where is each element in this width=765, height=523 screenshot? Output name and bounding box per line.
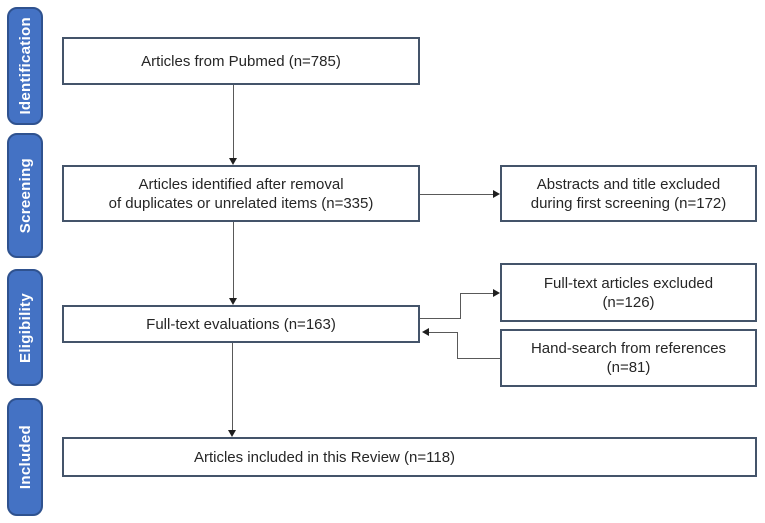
box-articles-identified: Articles identified after removal of dup…: [62, 165, 420, 222]
box-articles-from-pubmed: Articles from Pubmed (n=785): [62, 37, 420, 85]
stage-tab-included: Included: [7, 398, 43, 516]
stage-label-included: Included: [16, 424, 34, 490]
box-fulltext-evaluations: Full-text evaluations (n=163): [62, 305, 420, 343]
arrowhead-right-icon: [493, 289, 500, 297]
arrowhead-left-icon: [422, 328, 429, 336]
box-articles-identified-line1: Articles identified after removal: [138, 175, 344, 193]
connector-eval-to-ftexcluded-h1: [420, 318, 461, 319]
stage-label-eligibility: Eligibility: [16, 292, 34, 363]
connector-identified-to-abstracts: [420, 194, 493, 195]
arrowhead-right-icon: [493, 190, 500, 198]
arrowhead-down-icon: [228, 430, 236, 437]
box-handsearch-references-line1: Hand-search from references: [530, 340, 727, 357]
box-fulltext-excluded-line2: (n=126): [602, 293, 655, 311]
stage-label-identification: Identification: [16, 17, 34, 115]
box-handsearch-references-line2: (n=81): [606, 359, 651, 376]
box-abstracts-excluded-line1: Abstracts and title excluded: [536, 175, 721, 193]
connector-eval-to-included: [232, 343, 233, 430]
box-fulltext-excluded: Full-text articles excluded (n=126): [500, 263, 757, 322]
arrowhead-down-icon: [229, 158, 237, 165]
box-fulltext-evaluations-text: Full-text evaluations (n=163): [146, 315, 336, 333]
box-articles-identified-line2: of duplicates or unrelated items (n=335): [108, 194, 374, 212]
connector-eval-to-ftexcluded-h2: [460, 293, 493, 294]
box-handsearch-references: Hand-search from references (n=81): [500, 329, 757, 387]
connector-handsearch-to-eval-h2: [429, 332, 457, 333]
box-fulltext-excluded-line1: Full-text articles excluded: [543, 274, 714, 292]
stage-tab-identification: Identification: [7, 7, 43, 125]
box-articles-included: Articles included in this Review (n=118): [62, 437, 757, 477]
box-abstracts-excluded: Abstracts and title excluded during firs…: [500, 165, 757, 222]
box-articles-included-text: Articles included in this Review (n=118): [193, 448, 456, 466]
box-articles-from-pubmed-text: Articles from Pubmed (n=785): [141, 52, 341, 70]
stage-label-screening: Screening: [16, 157, 34, 234]
stage-tab-eligibility: Eligibility: [7, 269, 43, 386]
arrowhead-down-icon: [229, 298, 237, 305]
connector-handsearch-to-eval-h1: [457, 358, 500, 359]
connector-handsearch-to-eval-v: [457, 332, 458, 359]
stage-tab-screening: Screening: [7, 133, 43, 258]
connector-identified-to-eval: [233, 222, 234, 298]
connector-pubmed-to-identified: [233, 85, 234, 158]
box-abstracts-excluded-line2: during first screening (n=172): [530, 194, 727, 212]
connector-eval-to-ftexcluded-v: [460, 293, 461, 319]
